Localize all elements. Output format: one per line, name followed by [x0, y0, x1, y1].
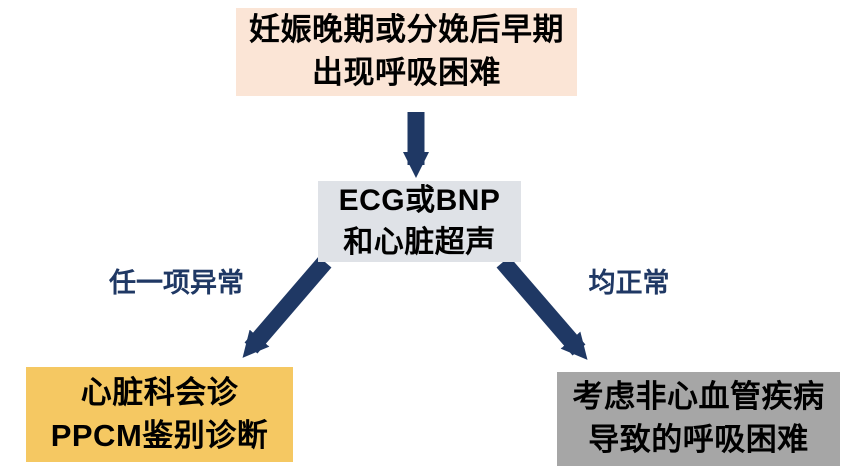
node-dyspnea-onset-line2: 出现呼吸困难	[312, 55, 501, 90]
node-non-cardiac-cause: 考虑非心血管疾病 导致的呼吸困难	[557, 372, 840, 466]
node-non-cardiac-cause-line1: 考虑非心血管疾病	[572, 379, 825, 415]
edge-label-any-abnormal: 任一项异常	[109, 268, 244, 298]
arrow-branch-left-icon	[242, 256, 332, 358]
node-ecg-bnp-echo: ECG或BNP 和心脏超声	[318, 181, 521, 262]
edge-label-all-normal: 均正常	[588, 268, 670, 298]
node-dyspnea-onset-line1: 妊娠晚期或分娩后早期	[249, 12, 564, 48]
node-ecg-bnp-echo-line2: 和心脏超声	[343, 225, 496, 259]
node-dyspnea-onset: 妊娠晚期或分娩后早期 出现呼吸困难	[236, 8, 577, 96]
node-ecg-bnp-echo-line1: ECG或BNP	[338, 184, 501, 218]
node-cardiology-consult-line1: 心脏科会诊	[80, 374, 239, 410]
arrow-branch-right-icon	[496, 256, 588, 360]
node-non-cardiac-cause-line2: 导致的呼吸困难	[588, 422, 809, 457]
node-cardiology-consult: 心脏科会诊 PPCM鉴别诊断	[26, 367, 293, 462]
node-cardiology-consult-line2: PPCM鉴别诊断	[50, 417, 269, 453]
